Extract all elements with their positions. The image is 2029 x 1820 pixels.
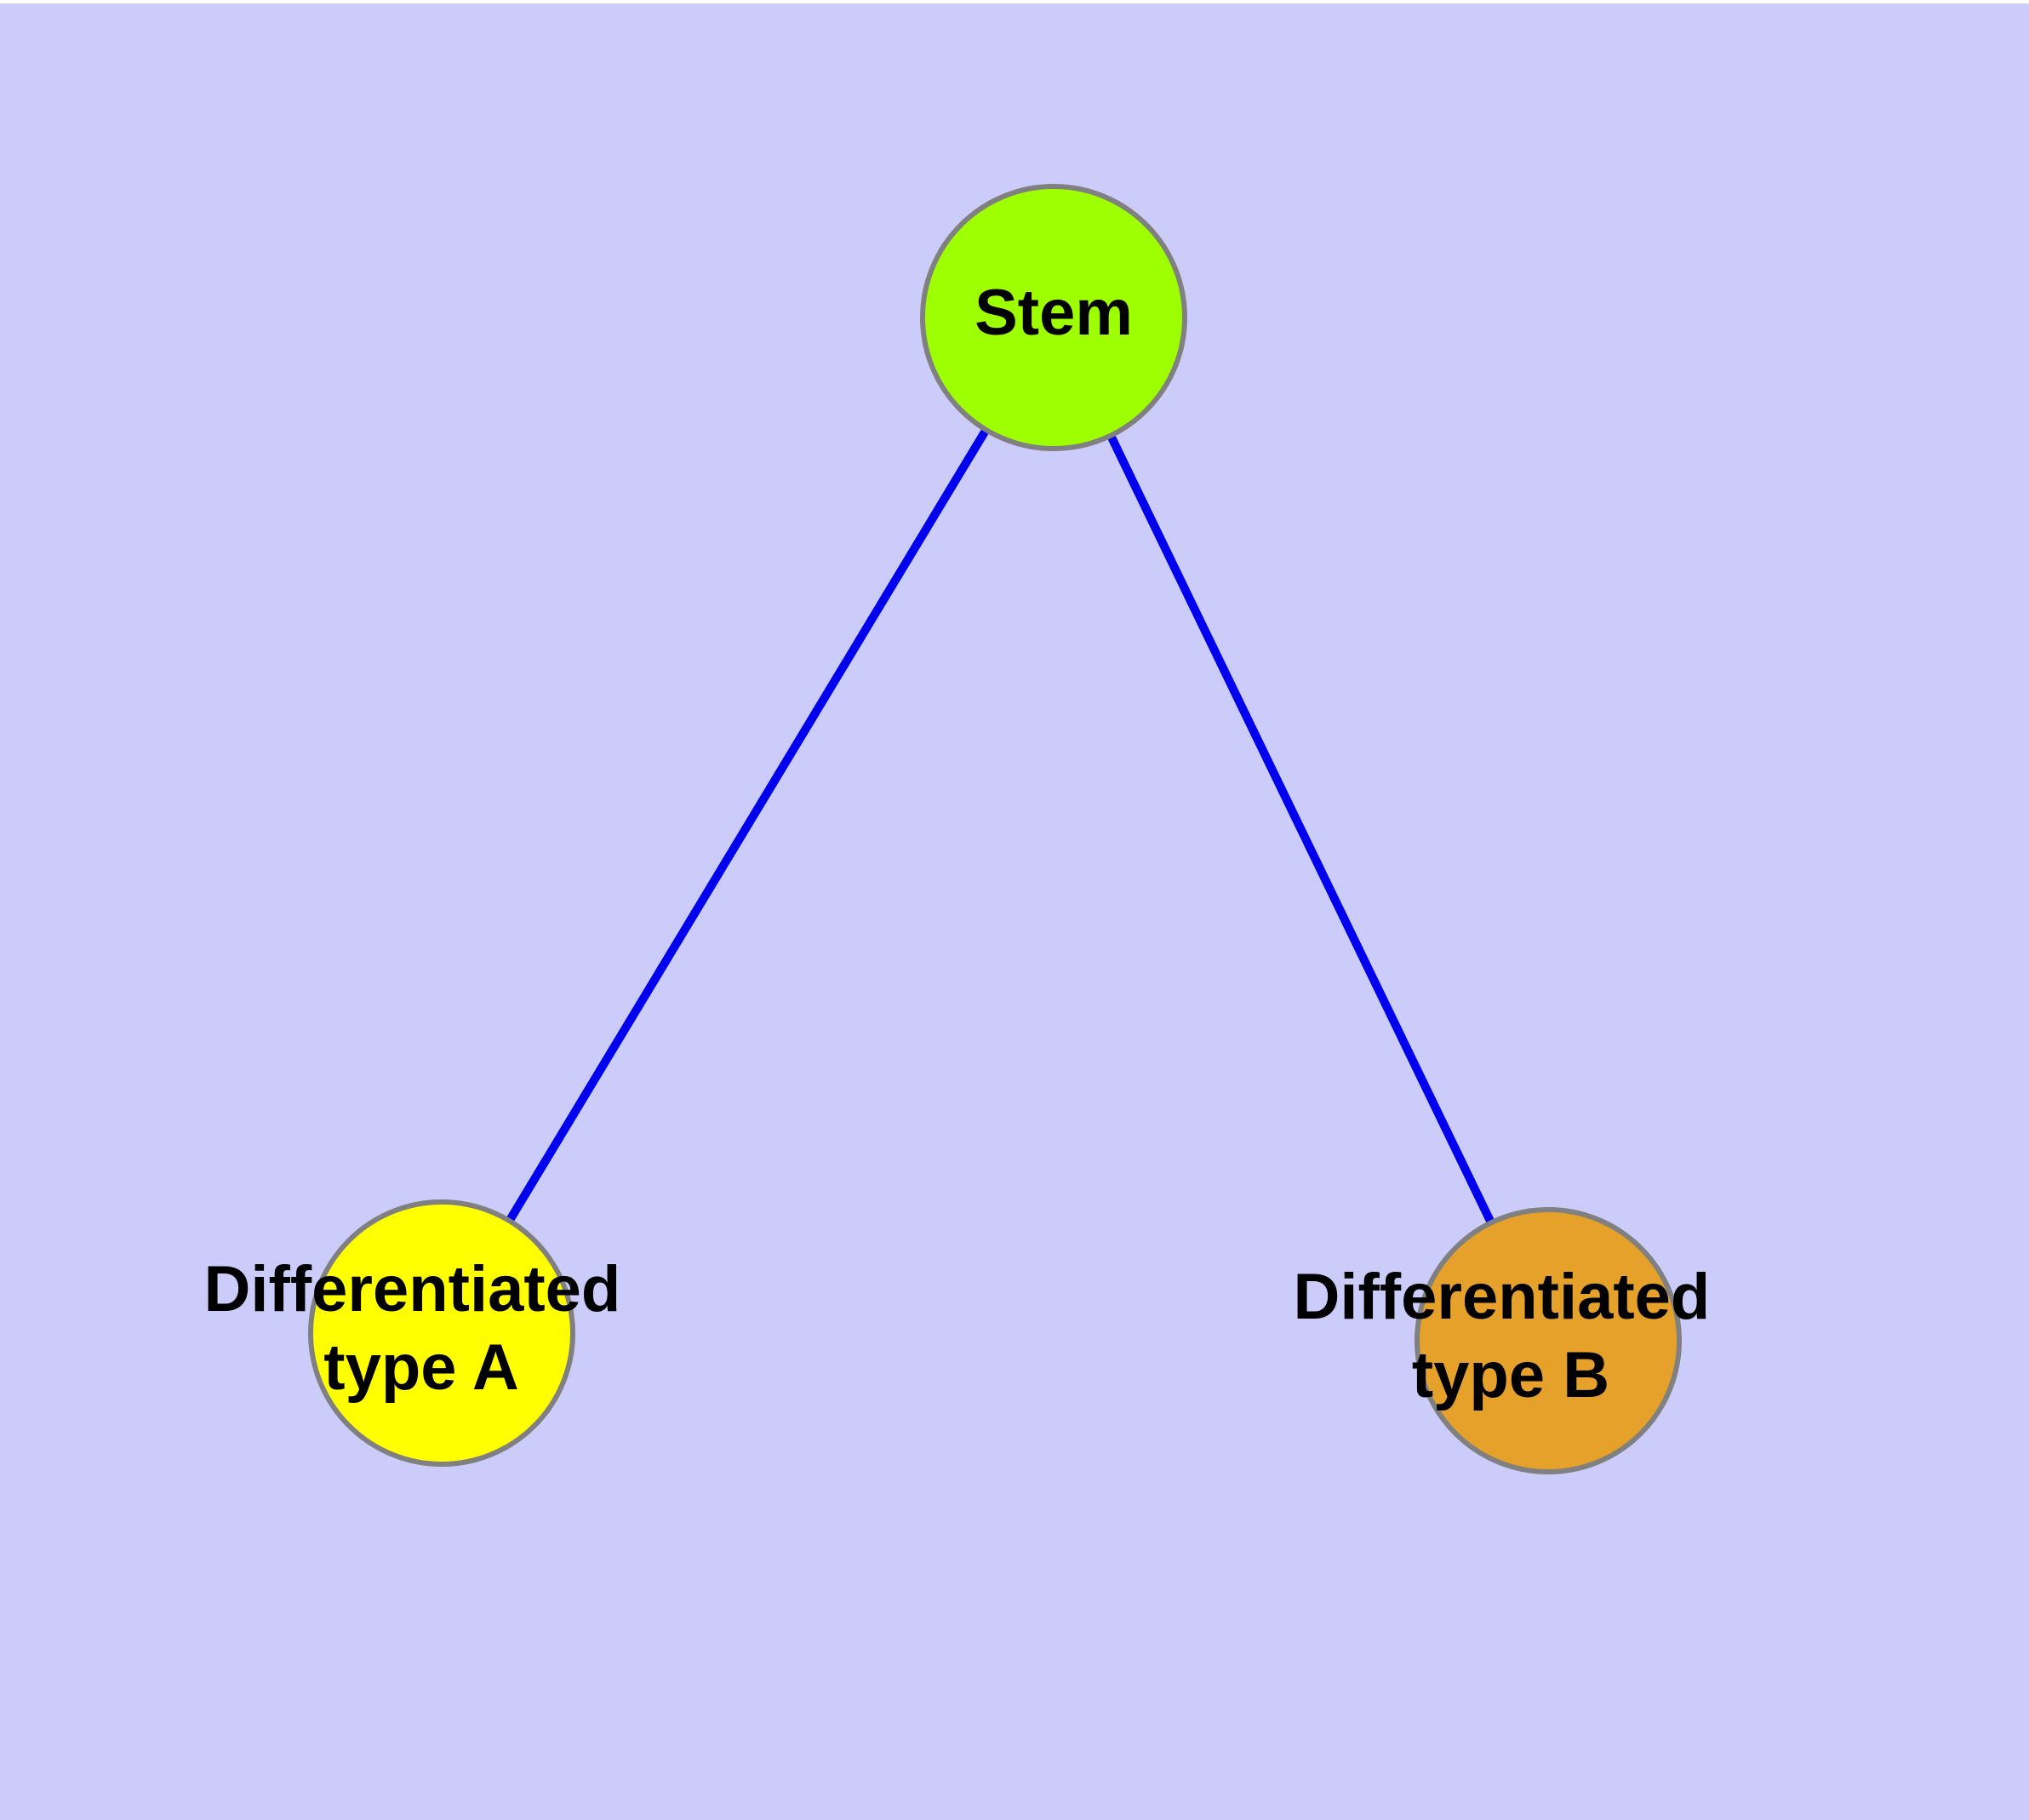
node-differentiated-type-a-circle[interactable] <box>308 1199 575 1467</box>
node-differentiated-type-b-label: Differentiated type B <box>1294 1261 1729 1411</box>
edges-layer <box>437 315 1552 1343</box>
node-differentiated-type-b-label-line-2: type B <box>1412 1339 1609 1411</box>
edge-stem-to-differentiated-type-a <box>437 315 1058 1336</box>
node-stem-label-line-1: Stem <box>974 277 1133 349</box>
node-differentiated-type-b-circle[interactable] <box>1415 1207 1682 1474</box>
node-stem-circle[interactable] <box>920 184 1187 451</box>
node-differentiated-type-a-label-line-1: Differentiated <box>204 1253 621 1325</box>
edge-stem-to-differentiated-type-b <box>1049 315 1552 1343</box>
nodes-layer: Stem Differentiated type A Differentiate… <box>204 184 1729 1474</box>
node-stem[interactable]: Stem <box>920 184 1187 451</box>
node-stem-label: Stem <box>974 277 1133 349</box>
node-differentiated-type-a[interactable]: Differentiated type A <box>204 1199 639 1467</box>
node-differentiated-type-a-label-line-2: type A <box>323 1331 518 1404</box>
node-differentiated-type-b[interactable]: Differentiated type B <box>1294 1207 1729 1474</box>
node-differentiated-type-b-label-line-1: Differentiated <box>1294 1261 1711 1333</box>
node-differentiated-type-a-label: Differentiated type A <box>204 1253 639 1404</box>
